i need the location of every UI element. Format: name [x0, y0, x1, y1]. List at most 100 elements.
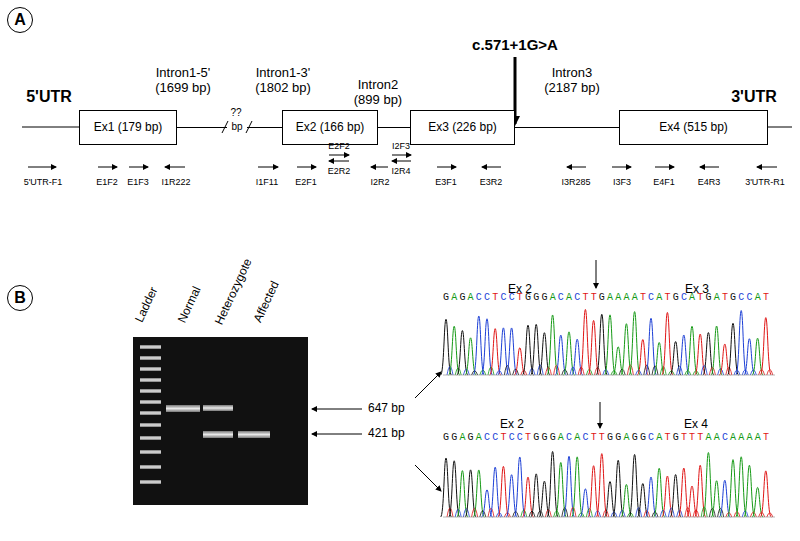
base-letter: T [500, 432, 508, 443]
primer-name: E4R3 [698, 177, 721, 187]
base-letter: A [566, 292, 574, 303]
base-letter: T [697, 292, 705, 303]
exon-box: Ex3 (226 bp) [410, 110, 515, 145]
lane-label: Heterozygote [213, 257, 256, 328]
primer-arrow [329, 161, 349, 162]
base-letter: T [599, 432, 607, 443]
mutation-label: c.571+1G>A [472, 36, 558, 53]
trace-peak [596, 314, 607, 375]
ladder-bands [140, 345, 161, 484]
gel-band [238, 431, 270, 438]
base-letter: G [459, 292, 467, 303]
primer-arrow [371, 167, 388, 168]
unknown-size: bp [230, 121, 243, 133]
base-letter: G [443, 432, 451, 443]
trace-peak [629, 312, 640, 375]
exon-junction-label: Ex 2 [500, 418, 524, 432]
trace-peak [490, 329, 501, 375]
primer-name: 3'UTR-R1 [745, 177, 785, 187]
base-letter: A [656, 432, 664, 443]
base-letter: C [582, 432, 590, 443]
primer-name: I3F3 [613, 177, 631, 187]
primer-arrow [165, 167, 185, 168]
base-letter: C [476, 292, 484, 303]
primer-name: 5'UTR-F1 [24, 177, 63, 187]
base-letter: C [648, 292, 656, 303]
ladder-band [140, 345, 161, 349]
unknown-size: ?? [230, 107, 241, 119]
base-letter: A [615, 292, 623, 303]
base-letter: A [459, 432, 467, 443]
primer-arrow [437, 167, 456, 168]
base-letter: A [468, 292, 476, 303]
lane-label: Affected [251, 279, 282, 325]
exon-label: Ex3 (226 bp) [428, 121, 497, 135]
base-letter: C [500, 292, 508, 303]
trace-peak [760, 318, 771, 375]
trace-peak [711, 481, 722, 517]
junction-arrow [596, 260, 597, 288]
gene-backbone [768, 127, 792, 128]
primer-arrow [329, 155, 349, 156]
base-letter: G [632, 432, 640, 443]
ladder-band [140, 480, 161, 484]
trace-peak [457, 331, 468, 375]
trace-baseline [443, 517, 775, 518]
trace-peak [719, 480, 730, 517]
trace-peak [678, 468, 689, 517]
trace-peak [670, 342, 681, 375]
trace-peak [678, 335, 689, 375]
base-letter: A [714, 292, 722, 303]
base-letter: C [517, 432, 525, 443]
band-size: 421 bp [368, 427, 405, 441]
trace-peak [711, 326, 722, 375]
panel-letter: B [7, 285, 33, 311]
ladder-band [140, 400, 161, 404]
trace-peak [728, 323, 739, 375]
gel-image [133, 337, 308, 505]
trace-peak [662, 476, 673, 517]
base-letter: A [623, 432, 631, 443]
ladder-band [140, 356, 161, 360]
base-letter: T [689, 432, 697, 443]
primer-name: E3F1 [435, 177, 457, 187]
base-letter: C [492, 432, 500, 443]
trace-peak [736, 457, 747, 517]
primer-name: E2R2 [328, 166, 351, 176]
primer-arrow [612, 167, 631, 168]
base-letter: T [582, 292, 590, 303]
trace-peak [506, 328, 517, 375]
base-letter: A [623, 292, 631, 303]
sample-bands [166, 405, 270, 438]
base-letter: C [681, 292, 689, 303]
pointer-arrow [312, 434, 362, 435]
band-size: 647 bp [368, 402, 405, 416]
primer-name: E3R2 [480, 177, 503, 187]
base-letter: T [492, 292, 500, 303]
trace-baseline [443, 375, 775, 376]
base-letter: A [738, 432, 746, 443]
trace-peak [728, 460, 739, 517]
ladder-band [140, 465, 161, 469]
trace-peak [572, 457, 583, 517]
break-gap [227, 120, 247, 134]
trace-peak [449, 461, 460, 517]
base-letter: T [640, 292, 648, 303]
intron-label: Intron1-3' (1802 bp) [247, 66, 319, 96]
primer-arrow [297, 167, 316, 168]
trace-peak [670, 475, 681, 517]
trace-peak [588, 320, 599, 375]
trace-peak [580, 310, 591, 375]
chromatogram-trace [441, 310, 776, 375]
break-mark [246, 121, 252, 133]
base-letter: A [632, 292, 640, 303]
primer-arrow [567, 167, 586, 168]
intron-label: Intron3 (2187 bp) [538, 66, 606, 96]
base-letter: A [574, 432, 582, 443]
primer-name: I1R222 [161, 177, 190, 187]
trace-peak [465, 338, 476, 375]
intron-label: Intron2 (899 bp) [347, 78, 409, 108]
base-letter: T [517, 292, 525, 303]
exon-label: Ex4 (515 bp) [659, 121, 728, 135]
